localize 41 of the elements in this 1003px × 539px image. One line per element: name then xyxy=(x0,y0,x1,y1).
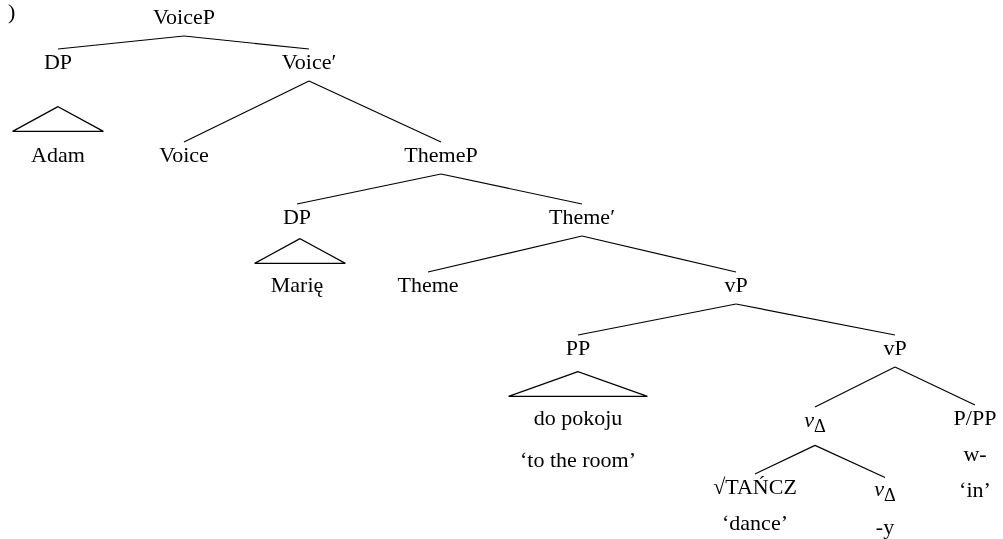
node-label: v$_{Δ}$ xyxy=(804,406,826,439)
node-label: ThemeP xyxy=(404,141,478,169)
tree-branch xyxy=(735,303,896,336)
gloss-text: ‘to the room’ xyxy=(519,446,637,474)
triangle-roof xyxy=(254,238,346,264)
node-label: VoiceP xyxy=(153,3,215,31)
node-label: DP xyxy=(282,203,312,231)
node-label: Theme′ xyxy=(549,203,615,231)
tree-branch xyxy=(57,35,185,50)
gloss-text: ‘dance’ xyxy=(722,509,788,537)
tree-branch xyxy=(296,173,442,205)
node-label: DP xyxy=(43,48,73,76)
node-label: Adam xyxy=(31,141,85,169)
node-label: do pokoju xyxy=(533,404,623,432)
node-label: Theme xyxy=(397,271,459,299)
node-label: Marię xyxy=(270,271,324,299)
triangle-roof xyxy=(508,371,648,397)
node-label: v$_{Δ}$ xyxy=(874,474,896,507)
gloss-text: -y xyxy=(875,512,895,539)
tree-branch xyxy=(814,444,886,479)
node-label: Voice′ xyxy=(281,48,337,76)
tree-branch xyxy=(183,80,310,143)
tree-branch xyxy=(183,35,310,50)
triangle-roof xyxy=(12,106,104,132)
tree-branch xyxy=(581,235,737,273)
gloss-text: w- xyxy=(963,440,987,468)
tree-branch xyxy=(754,444,816,475)
node-label: PP xyxy=(565,334,591,362)
node-label: P/PP xyxy=(953,404,997,432)
tree-branch xyxy=(427,235,583,273)
tree-branch xyxy=(577,303,737,336)
node-label: vP xyxy=(724,271,748,299)
tree-branch xyxy=(894,366,976,406)
tree-branch xyxy=(308,80,442,143)
tree-branch xyxy=(440,173,583,205)
example-label: ) xyxy=(8,0,16,24)
node-label: Voice xyxy=(159,141,209,169)
tree-branch xyxy=(814,366,896,408)
node-label: vP xyxy=(883,334,907,362)
node-label: √TAŃCZ xyxy=(713,473,797,501)
gloss-text: ‘in’ xyxy=(959,476,991,504)
